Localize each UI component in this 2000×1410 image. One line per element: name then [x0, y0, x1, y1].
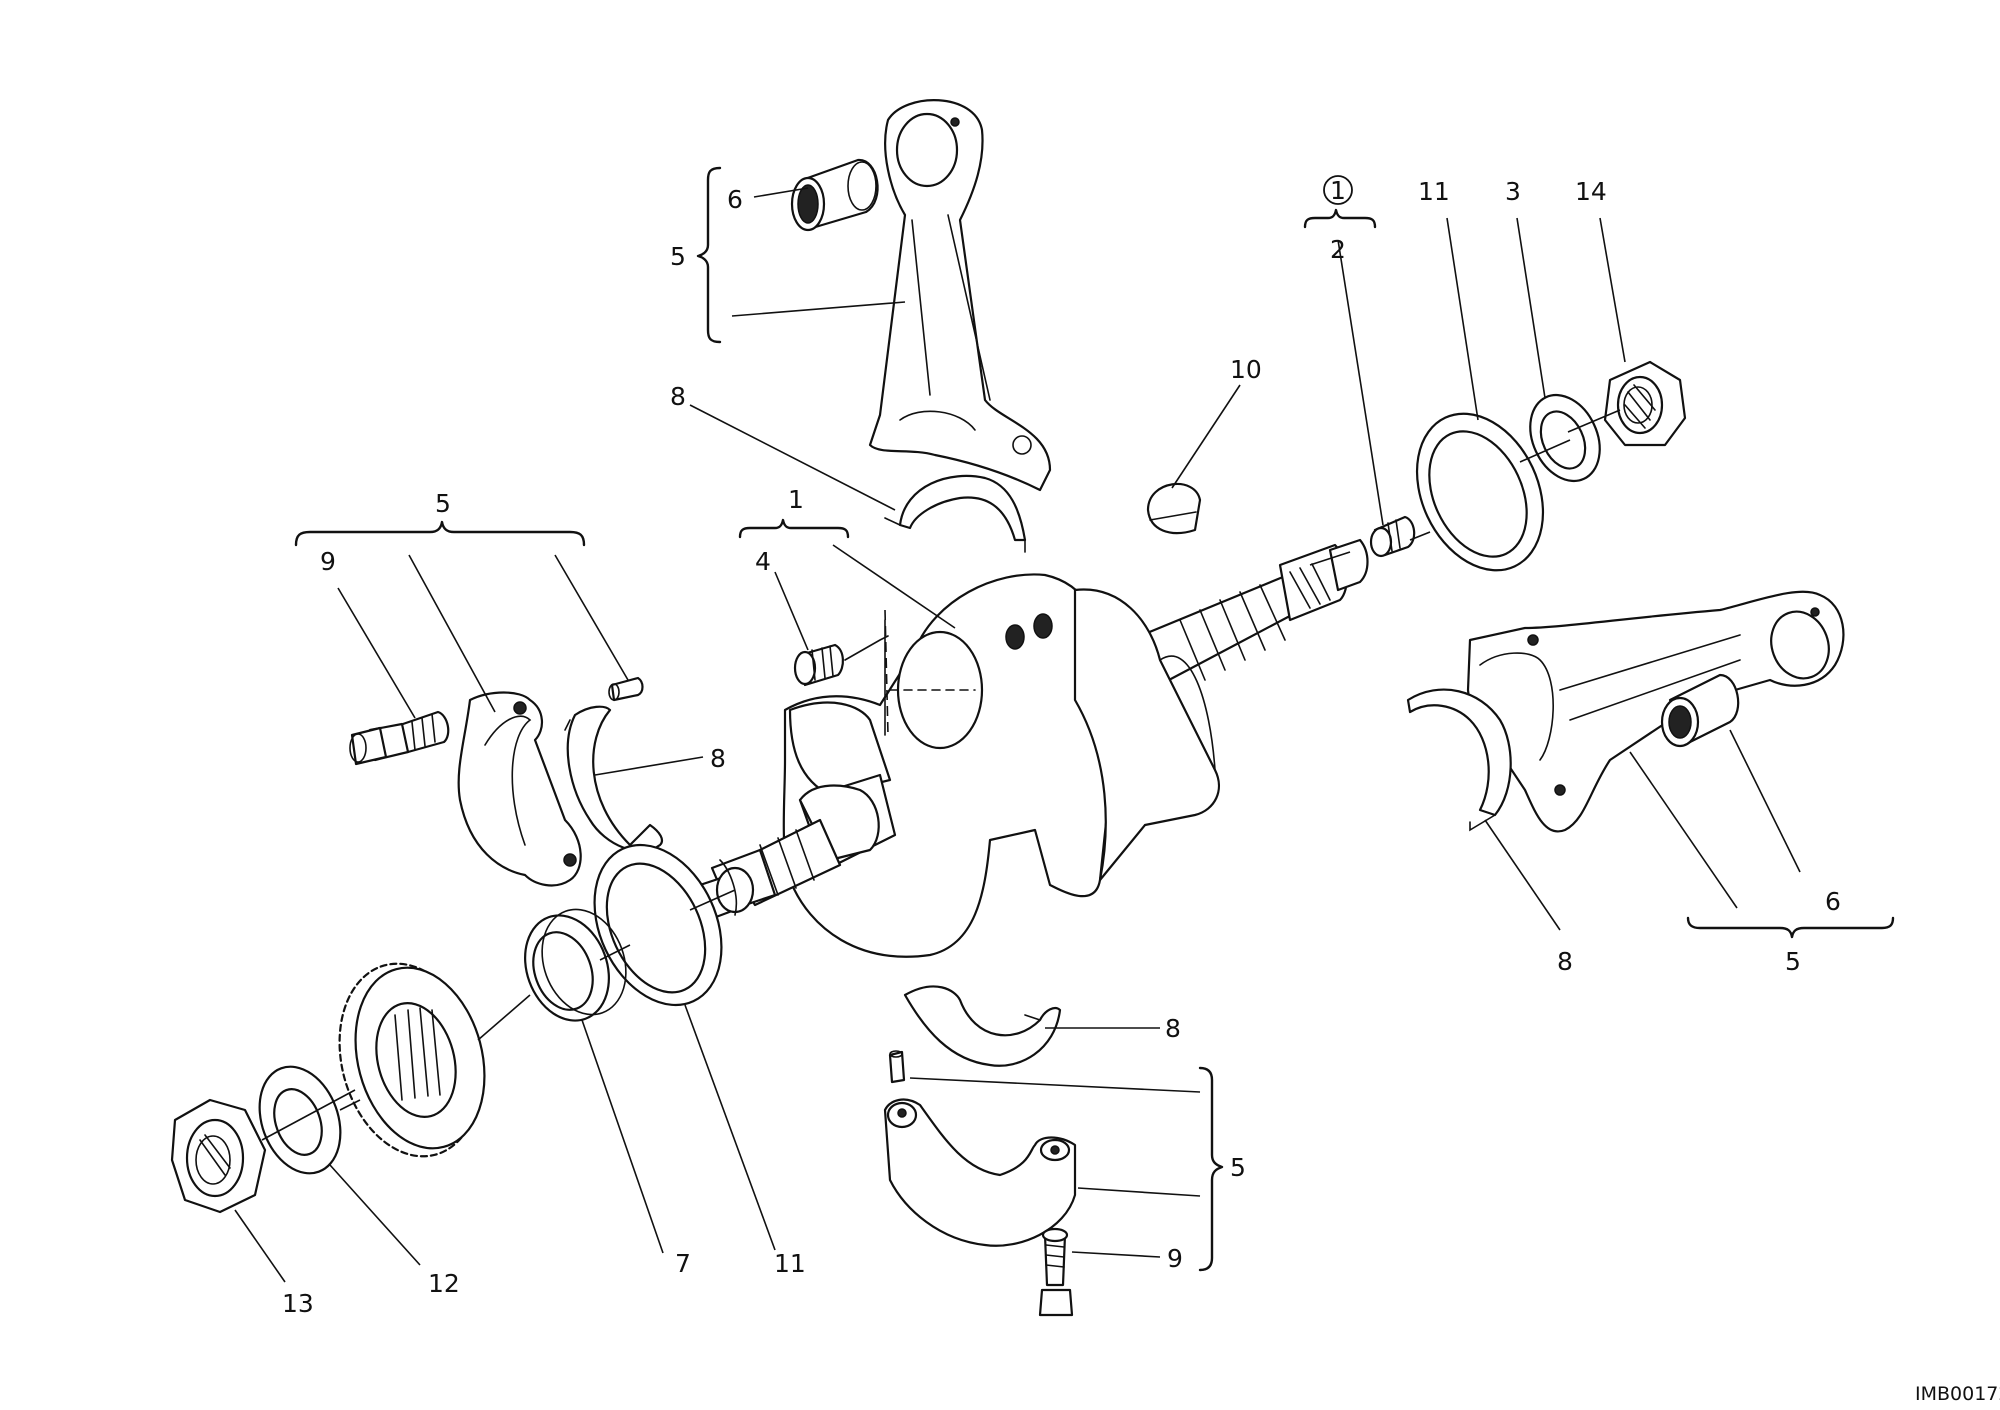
brace-5-left-cap	[294, 520, 586, 547]
bearing-shell-top	[884, 474, 1027, 553]
brace-5-right-rod	[1686, 916, 1895, 939]
leader-lines	[234, 187, 1801, 1283]
small-end-bush-right	[1660, 673, 1740, 748]
callout-10: 10	[1230, 355, 1262, 384]
bearing-shell-bottom	[903, 985, 1062, 1067]
callout-9-bottom: 9	[1167, 1244, 1183, 1273]
brace-5-top-rod	[696, 166, 722, 344]
callout-2: 2	[1330, 235, 1346, 264]
callout-5-right-rod: 5	[1785, 947, 1801, 976]
timing-gear-12	[338, 962, 486, 1158]
callout-7: 7	[675, 1249, 691, 1278]
callout-8-right: 8	[1557, 947, 1573, 976]
callout-6-top: 6	[727, 185, 743, 214]
shim-washer-11-top	[1415, 412, 1545, 572]
nut-14	[1603, 360, 1687, 447]
grub-screw-2	[1369, 515, 1416, 558]
callout-8-left: 8	[710, 744, 726, 773]
brace-circled-1	[1303, 208, 1377, 229]
callout-3: 3	[1505, 177, 1521, 206]
callout-12: 12	[428, 1269, 460, 1298]
callout-11-top: 11	[1418, 177, 1450, 206]
crankshaft	[634, 538, 1369, 958]
callout-13: 13	[282, 1289, 314, 1318]
callout-5-bottom-cap: 5	[1230, 1153, 1246, 1182]
cap-screw-9-left	[349, 710, 450, 766]
braces	[294, 166, 1895, 1272]
big-end-cap-left	[457, 691, 582, 887]
image-code: IMB00172	[1915, 1383, 2000, 1405]
big-end-cap-bottom	[883, 1098, 1077, 1247]
callout-5-left-cap: 5	[435, 489, 451, 518]
bearing-shell-right	[1406, 688, 1512, 832]
callout-4: 4	[755, 547, 771, 576]
callout-8-bottom: 8	[1165, 1014, 1181, 1043]
callout-6-right: 6	[1825, 887, 1841, 916]
grub-screw-4	[793, 635, 889, 687]
oil-seal-7	[524, 908, 627, 1022]
bearing-shell-left	[564, 705, 664, 853]
dowel-pin-bottom	[888, 1050, 906, 1084]
callout-8-top: 8	[670, 382, 686, 411]
small-end-bush-top	[790, 158, 879, 232]
callout-11-bottom: 11	[774, 1249, 806, 1278]
cap-screw-9-bottom	[1038, 1227, 1074, 1317]
circled-reference-marker	[1323, 175, 1353, 205]
callout-14: 14	[1575, 177, 1607, 206]
connecting-rod-top	[868, 99, 1052, 492]
callout-labels: 6 5 8 10 1 2 11 3 14 1 4 5 9 8 6 5 8 8 5…	[282, 176, 1841, 1318]
callout-1-crank: 1	[788, 485, 804, 514]
callout-9-left: 9	[320, 547, 336, 576]
callout-5-top-rod: 5	[670, 242, 686, 271]
connecting-rod-right	[1466, 590, 1845, 833]
woodruff-key-10	[1146, 482, 1202, 535]
callout-circled-1: 1	[1330, 176, 1346, 205]
brace-1-crank	[738, 518, 850, 539]
seal-ring-3	[1529, 393, 1601, 483]
nut-13	[170, 1098, 267, 1214]
brace-5-bottom-cap	[1198, 1066, 1224, 1272]
dowel-pin-left	[608, 676, 644, 702]
